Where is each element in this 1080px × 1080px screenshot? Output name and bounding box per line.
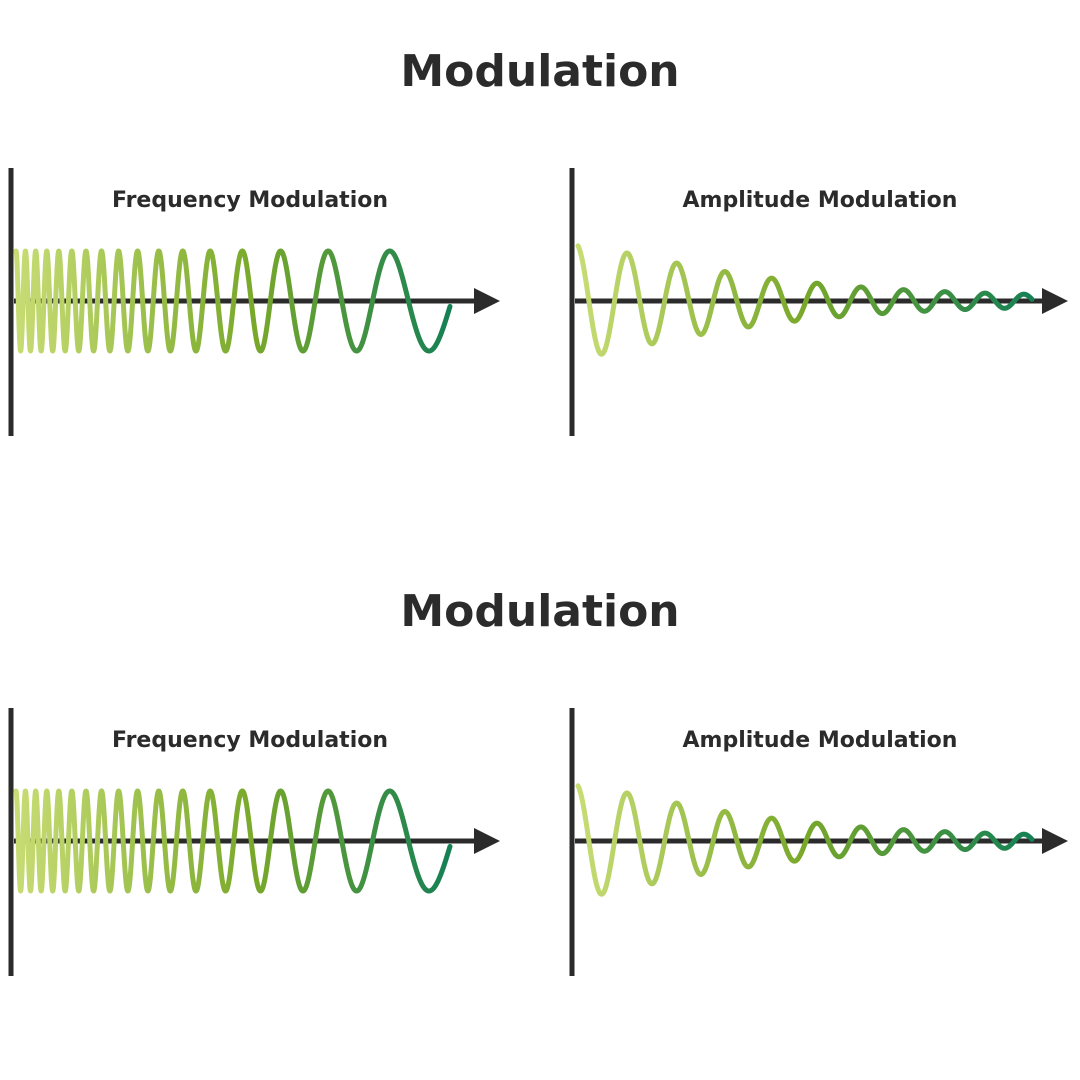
- block-title: Modulation: [400, 46, 680, 97]
- amplitude-modulation-label: Amplitude Modulation: [682, 728, 958, 753]
- am-wave: [575, 243, 1035, 357]
- am-wave: [575, 783, 1035, 897]
- fm-wave: [13, 248, 453, 354]
- frequency-modulation-label: Frequency Modulation: [111, 728, 389, 753]
- fm-wave: [13, 788, 453, 894]
- fm-x-axis-arrowhead: [474, 828, 500, 854]
- fm-x-axis-arrowhead: [474, 288, 500, 314]
- am-x-axis-arrowhead: [1042, 288, 1068, 314]
- modulation-diagram: [8, 168, 1068, 436]
- modulation-block-2: Modulation Frequency Modulation Amplitud…: [0, 540, 1080, 1080]
- modulation-block-1: Modulation Frequency Modulation Amplitud…: [8, 46, 1068, 436]
- block-title: Modulation: [400, 586, 680, 637]
- frequency-modulation-label: Frequency Modulation: [111, 188, 389, 213]
- amplitude-modulation-label: Amplitude Modulation: [682, 188, 958, 213]
- modulation-diagram: [8, 708, 1068, 976]
- am-x-axis-arrowhead: [1042, 828, 1068, 854]
